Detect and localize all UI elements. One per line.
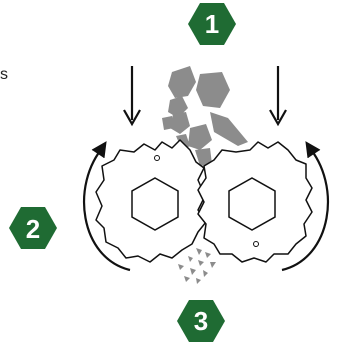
step-badge-2-label: 2 — [26, 214, 40, 244]
shredder-gear-icon-left — [95, 139, 207, 263]
rotation-arrow-icon-left — [83, 141, 131, 272]
down-arrow-icon-left — [123, 66, 141, 127]
shredded-output-particles — [178, 248, 216, 284]
step-badge-2: 2 — [9, 207, 57, 249]
hexagon-shaft-icon-left — [131, 177, 179, 231]
step-badge-3: 3 — [177, 300, 225, 342]
shredder-gear-icon-right — [197, 141, 313, 263]
input-material-chunks — [162, 66, 248, 166]
rotation-arrow-icon-right — [281, 141, 329, 272]
cropped-text-fragment: s — [0, 66, 8, 83]
down-arrow-icon-right — [269, 66, 287, 127]
hexagon-shaft-icon-right — [228, 177, 276, 231]
step-badge-1: 1 — [188, 3, 236, 45]
step-badge-3-label: 3 — [194, 306, 208, 336]
step-badge-1-label: 1 — [205, 9, 219, 39]
